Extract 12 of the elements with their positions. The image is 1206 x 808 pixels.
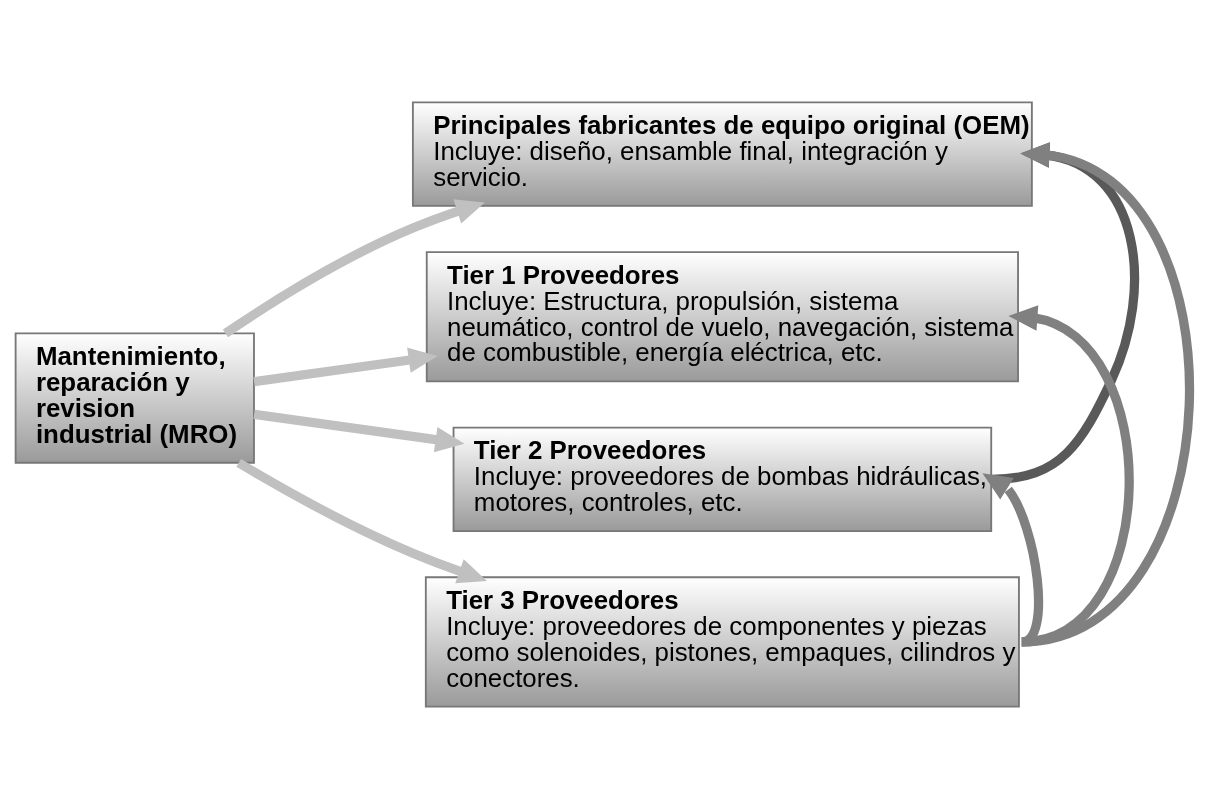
node-box: Tier 3 Proveedores Incluye: proveedores de componentes y piezas como solenoides, pistones, empaques, cilindros y conectores.	[424, 575, 1020, 708]
arrow	[253, 347, 438, 386]
arrow	[253, 409, 465, 452]
node-box: Tier 2 Proveedores Incluye: proveedores de bombas hidráulicas, motores, controles, etc.	[452, 426, 993, 532]
arrow	[1008, 304, 1134, 646]
node-box: Principales fabricantes de equipo original (OEM) Incluye: diseño, ensamble final, integración y servicio.	[411, 100, 1033, 207]
arrow	[236, 458, 487, 583]
node-box: Tier 1 Proveedores Incluye: Estructura, propulsión, sistema neumático, control de vuelo, navegación, sistema de combustible, energía eléctrica, etc.	[425, 250, 1019, 382]
arrow	[982, 472, 1044, 646]
arrow	[222, 198, 485, 337]
node-box: Mantenimiento, reparación y revision industrial (MRO)	[14, 331, 255, 464]
arrow	[1020, 141, 1194, 646]
